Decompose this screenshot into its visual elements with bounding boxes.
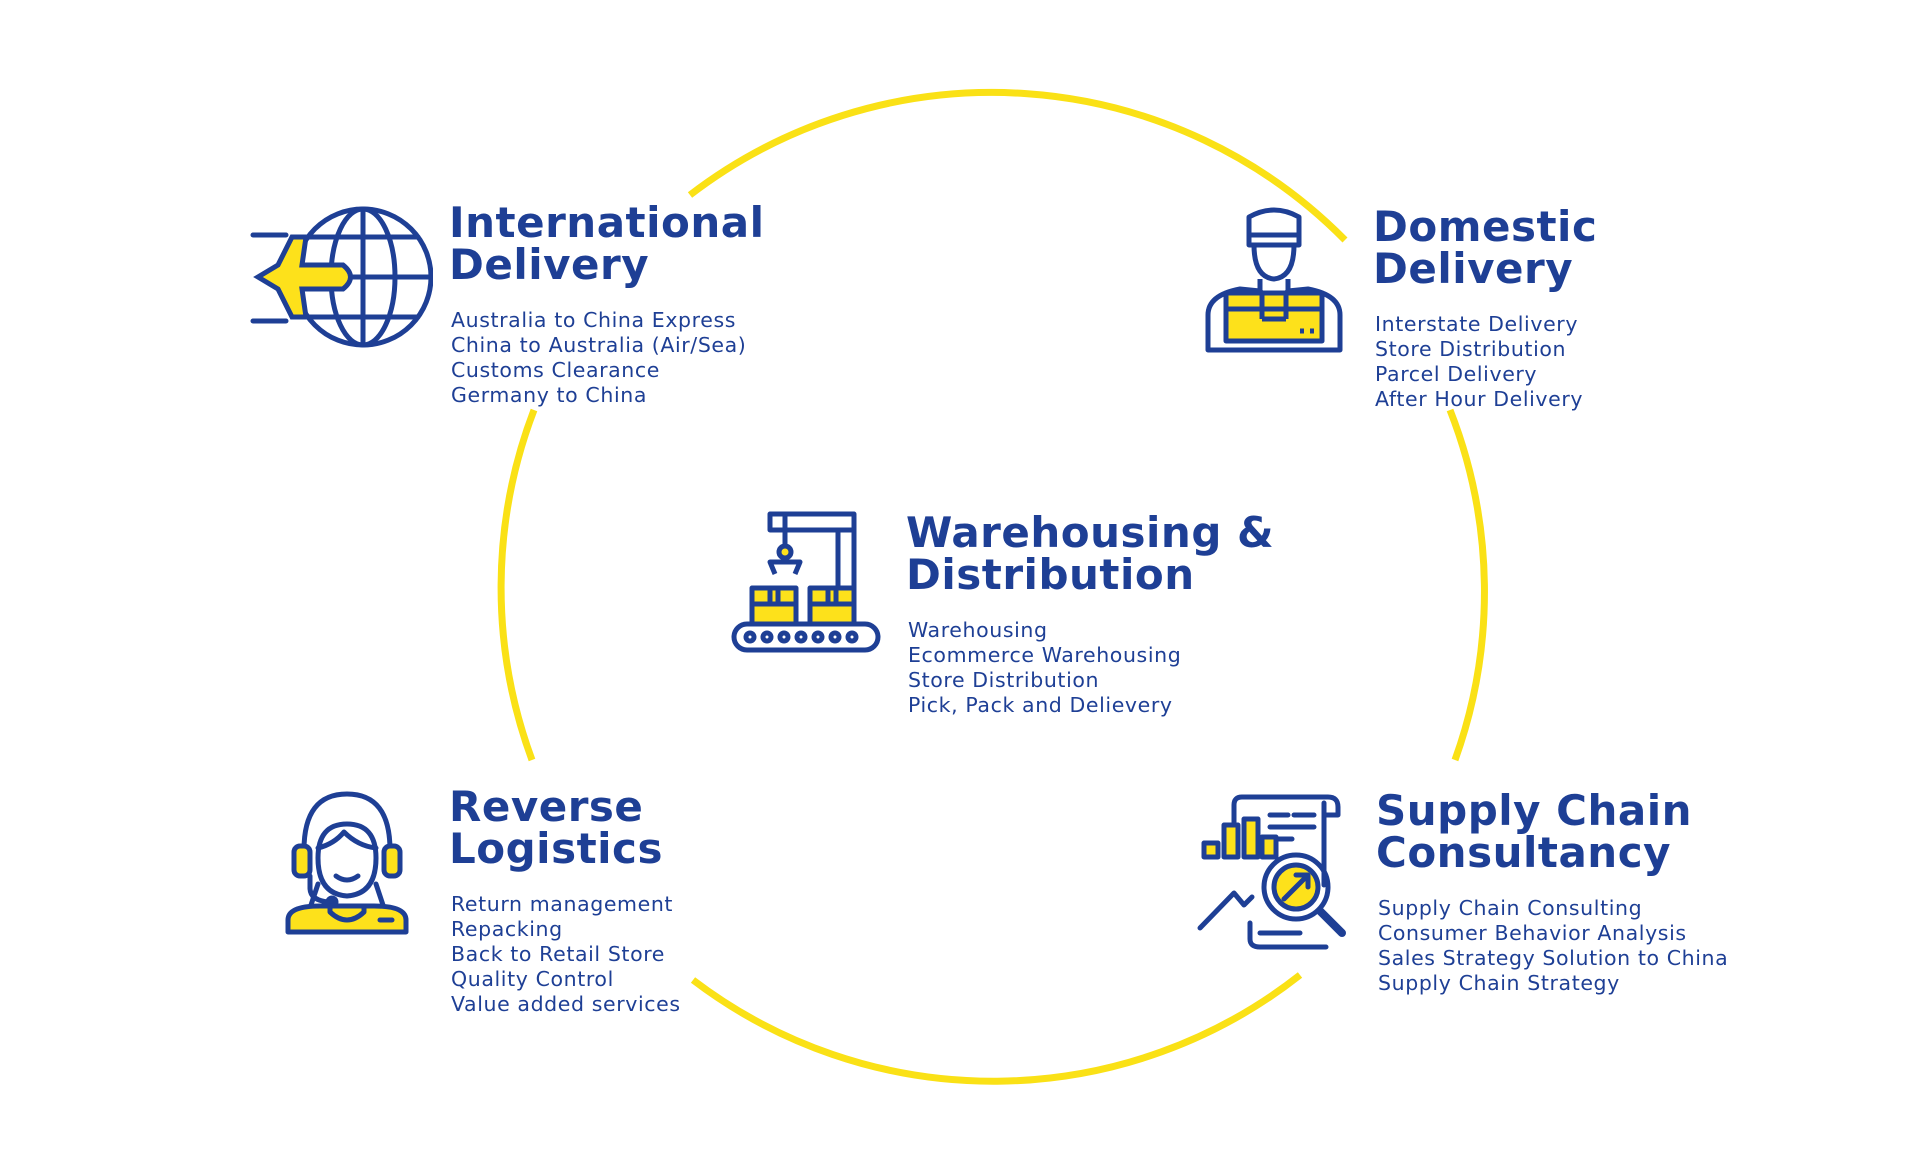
analytics-magnifier-icon	[1197, 794, 1346, 950]
ring-arc-right	[1446, 408, 1488, 762]
list-item: Supply Chain Consulting	[1378, 896, 1643, 920]
service-title: Domestic Delivery	[1373, 202, 1598, 293]
list-item: Customs Clearance	[451, 358, 660, 382]
service-list: Interstate Delivery Store Distribution P…	[1375, 312, 1597, 412]
service-list: Australia to China Express China to Aust…	[451, 308, 765, 408]
list-item: Quality Control	[451, 967, 614, 991]
ring-arc-bottom	[690, 972, 1303, 1085]
list-item: Consumer Behavior Analysis	[1378, 921, 1687, 945]
ring-arc-top	[687, 88, 1348, 243]
globe-airplane-icon	[250, 206, 433, 348]
list-item: Parcel Delivery	[1375, 362, 1538, 386]
service-title: Supply Chain Consultancy	[1376, 786, 1693, 877]
list-item: Pick, Pack and Delievery	[908, 693, 1173, 717]
list-item: Australia to China Express	[451, 308, 737, 332]
list-item: Back to Retail Store	[451, 942, 666, 966]
international-delivery-block: International Delivery Australia to Chin…	[449, 202, 765, 408]
domestic-delivery-block: Domestic Delivery Interstate Delivery St…	[1373, 206, 1597, 412]
service-title: International Delivery	[449, 198, 765, 289]
list-item: Sales Strategy Solution to China	[1378, 946, 1729, 970]
courier-with-box-icon	[1205, 207, 1343, 353]
list-item: Return management	[451, 892, 674, 916]
reverse-logistics-block: Reverse Logistics Return management Repa…	[449, 786, 681, 1017]
service-list: Warehousing Ecommerce Warehousing Store …	[908, 618, 1274, 718]
service-list: Return management Repacking Back to Reta…	[451, 892, 681, 1017]
ring-arc-left	[497, 408, 538, 762]
list-item: Interstate Delivery	[1375, 312, 1579, 336]
list-item: Warehousing	[908, 618, 1048, 642]
conveyor-crane-icon	[731, 511, 881, 653]
service-title: Warehousing & Distribution	[906, 508, 1275, 599]
service-title: Reverse Logistics	[449, 782, 663, 873]
support-agent-headset-icon	[285, 791, 409, 935]
list-item: Store Distribution	[908, 668, 1100, 692]
supply-chain-consultancy-block: Supply Chain Consultancy Supply Chain Co…	[1376, 790, 1728, 996]
list-item: Ecommerce Warehousing	[908, 643, 1182, 667]
list-item: China to Australia (Air/Sea)	[451, 333, 747, 357]
service-list: Supply Chain Consulting Consumer Behavio…	[1378, 896, 1728, 996]
list-item: Repacking	[451, 917, 563, 941]
list-item: Store Distribution	[1375, 337, 1567, 361]
list-item: Supply Chain Strategy	[1378, 971, 1620, 995]
warehousing-distribution-block: Warehousing & Distribution Warehousing E…	[906, 512, 1274, 718]
list-item: After Hour Delivery	[1375, 387, 1584, 411]
list-item: Value added services	[451, 992, 681, 1016]
list-item: Germany to China	[451, 383, 647, 407]
